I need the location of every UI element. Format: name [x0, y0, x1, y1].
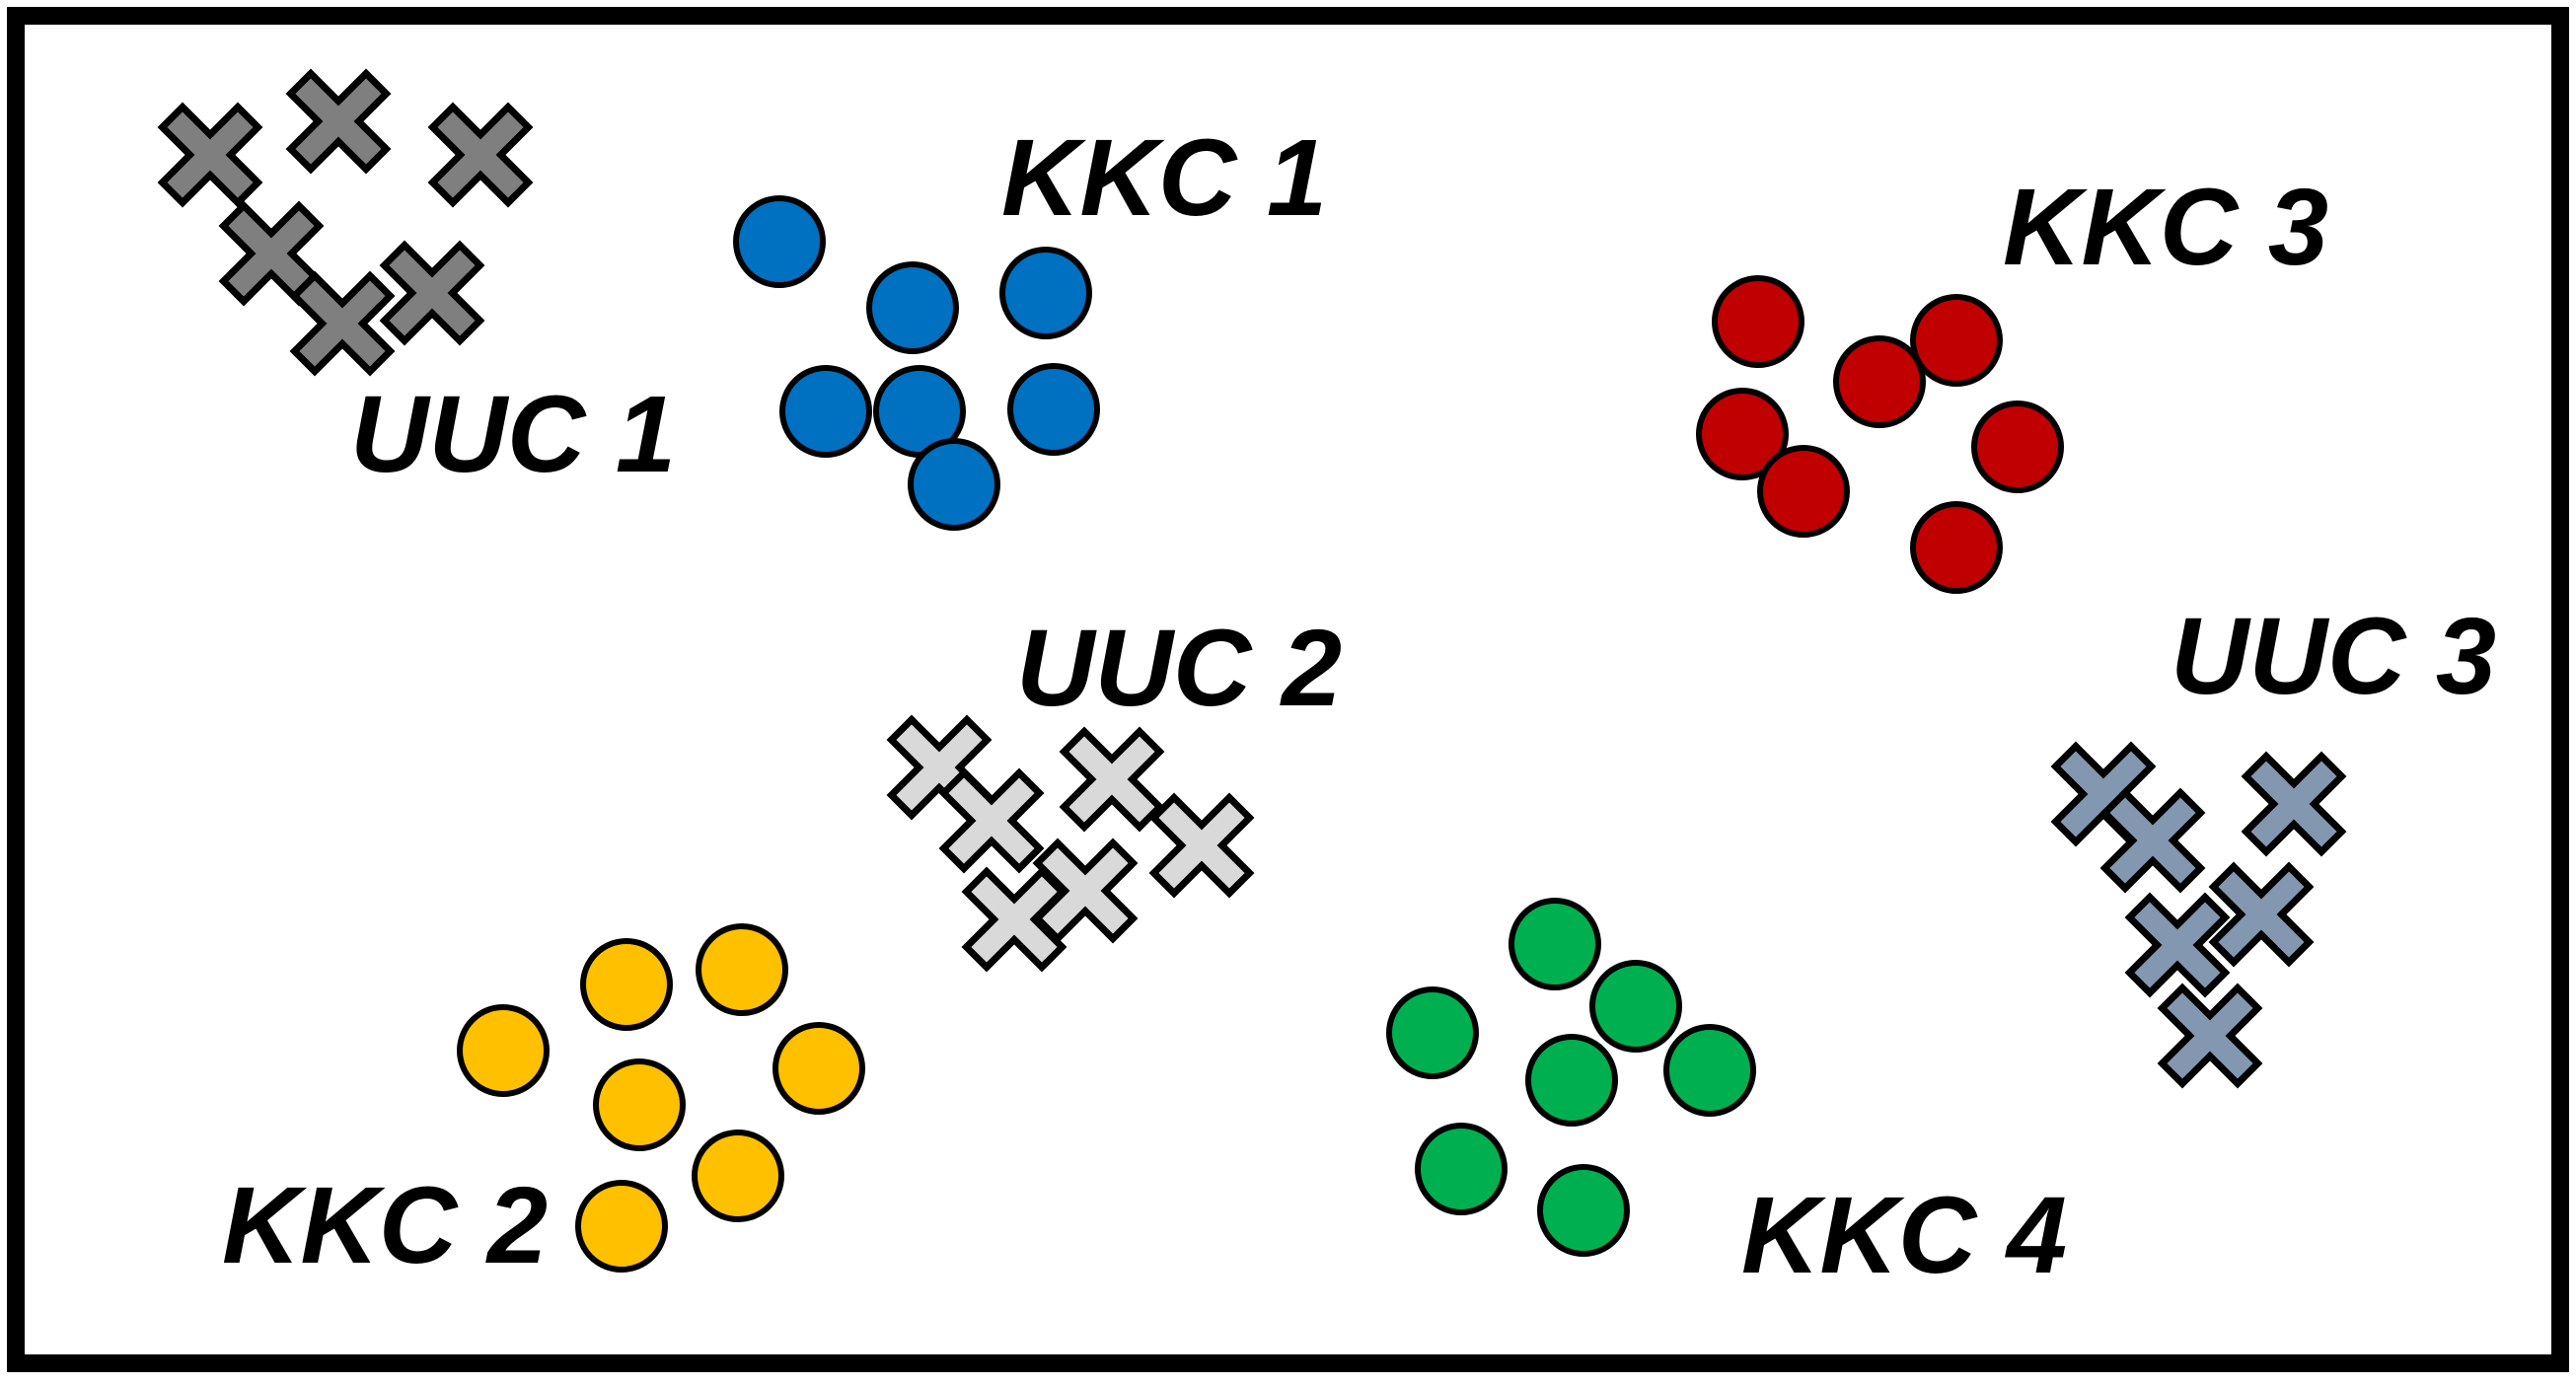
kkc2-circle-marker-2 — [696, 923, 788, 1016]
kkc2-group — [457, 923, 865, 1273]
uuc2-cross-marker-4 — [1148, 792, 1255, 899]
kkc1-circle-marker-3 — [999, 247, 1092, 339]
kkc4-group — [1386, 898, 1756, 1257]
uuc3-cross-marker-5 — [2124, 892, 2231, 998]
kkc3-circle-marker-4 — [1696, 388, 1789, 480]
kkc3-group — [1696, 275, 2064, 594]
uuc2-cross-marker-3 — [938, 767, 1045, 874]
uuc3-cross-marker-3 — [2099, 787, 2206, 894]
kkc3-circle-marker-2 — [1910, 294, 2003, 387]
kkc1-circle-marker-2 — [866, 261, 959, 354]
kkc4-label: KKC 4 — [1741, 1175, 2067, 1296]
kkc1-group — [733, 195, 1100, 531]
uuc2-group — [886, 714, 1255, 973]
kkc2-circle-marker-5 — [773, 1022, 865, 1115]
uuc1-cross-marker-6 — [289, 270, 396, 377]
uuc3-cross-marker-6 — [2157, 983, 2263, 1089]
uuc2-label: UUC 2 — [1016, 608, 1342, 729]
uuc1-cross-marker-3 — [427, 102, 534, 208]
kkc2-circle-marker-6 — [692, 1130, 784, 1222]
uuc1-group — [157, 68, 534, 377]
kkc2-label: KKC 2 — [222, 1165, 548, 1286]
kkc3-circle-marker-6 — [1757, 445, 1850, 538]
kkc3-circle-marker-7 — [1910, 501, 2003, 594]
uuc2-cross-marker-2 — [1059, 726, 1165, 833]
kkc2-circle-marker-4 — [593, 1058, 686, 1151]
uuc3-group — [2050, 741, 2347, 1089]
uuc2-cross-marker-5 — [1032, 838, 1139, 944]
kkc1-circle-marker-6 — [1007, 363, 1100, 456]
kkc4-circle-marker-1 — [1509, 898, 1601, 990]
uuc1-cross-marker-5 — [379, 240, 485, 346]
kkc2-circle-marker-3 — [457, 1004, 550, 1097]
uuc3-label: UUC 3 — [2171, 596, 2496, 717]
uuc1-label: UUC 1 — [350, 374, 676, 495]
uuc3-cross-marker-2 — [2241, 751, 2347, 857]
kkc2-circle-marker-7 — [575, 1180, 668, 1273]
kkc4-circle-marker-4 — [1525, 1034, 1618, 1127]
diagram-border — [7, 7, 2569, 1372]
kkc1-circle-marker-7 — [908, 438, 1000, 531]
kkc2-circle-marker-1 — [580, 938, 673, 1031]
kkc3-circle-marker-5 — [1971, 401, 2064, 493]
uuc1-cross-marker-2 — [285, 68, 392, 175]
uuc1-cross-marker-4 — [218, 200, 325, 307]
kkc4-circle-marker-2 — [1589, 960, 1682, 1053]
kkc4-circle-marker-7 — [1537, 1164, 1630, 1257]
kkc1-label: KKC 1 — [1001, 117, 1327, 239]
uuc3-cross-marker-4 — [2208, 861, 2315, 968]
kkc4-circle-marker-3 — [1386, 986, 1479, 1079]
uuc2-cross-marker-6 — [961, 866, 1067, 973]
uuc1-cross-marker-1 — [157, 102, 263, 208]
kkc1-circle-marker-4 — [779, 365, 872, 458]
kkc3-circle-marker-1 — [1712, 275, 1804, 368]
kkc3-label: KKC 3 — [2003, 167, 2328, 288]
kkc4-circle-marker-5 — [1663, 1024, 1756, 1117]
kkc4-circle-marker-6 — [1415, 1123, 1508, 1215]
kkc3-circle-marker-3 — [1833, 335, 1926, 428]
kkc1-circle-marker-1 — [733, 195, 826, 288]
